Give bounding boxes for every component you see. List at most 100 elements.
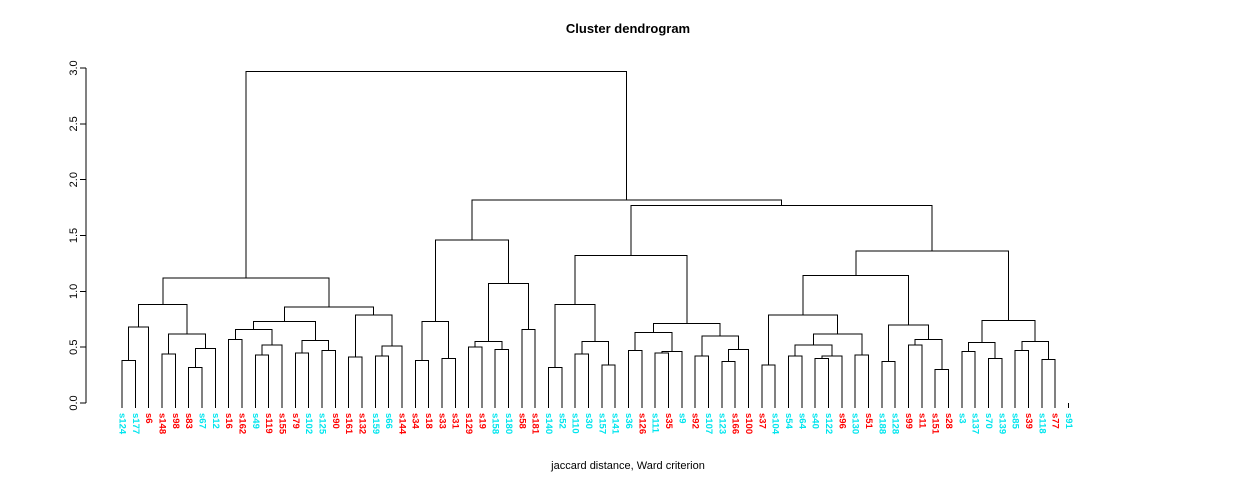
leaf-label: s66: [383, 413, 394, 429]
leaf-label: s52: [556, 413, 567, 429]
leaf-label: s12: [210, 413, 221, 429]
leaf-label: s34: [410, 413, 421, 430]
dendrogram-branch: [914, 338, 943, 370]
leaf-label: s132: [356, 413, 367, 434]
leaf-label: s77: [1050, 413, 1061, 429]
leaf-label: s37: [756, 413, 767, 429]
leaf-label: s162: [236, 413, 247, 434]
leaf-label: s83: [183, 413, 194, 429]
dendrogram-branch: [967, 342, 996, 359]
leaf-label: s90: [330, 413, 341, 429]
leaf-label: s129: [463, 413, 474, 434]
dendrogram-branch: [474, 341, 503, 350]
leaf-tick-marks: [121, 403, 1069, 408]
dendrogram-branch: [434, 239, 510, 322]
leaf-label: s51: [863, 413, 874, 430]
leaf-label: s148: [156, 413, 167, 434]
leaf-label: s91: [1063, 413, 1074, 430]
dendrogram-branch: [1014, 350, 1029, 403]
dendrogram-branch: [581, 341, 610, 366]
leaf-label: s49: [250, 413, 261, 429]
dendrogram-branch: [374, 355, 390, 403]
leaf-label: s19: [476, 413, 487, 429]
dendrogram-branch: [138, 304, 188, 334]
leaf-label: s110: [570, 413, 581, 434]
dendrogram-branch: [162, 277, 330, 307]
y-axis-tick-label: 1.5: [68, 228, 80, 243]
page-title: Cluster dendrogram: [566, 21, 690, 36]
dendrogram-branch: [701, 335, 740, 357]
leaf-label: s130: [850, 413, 861, 434]
y-axis-tick-label: 3.0: [68, 60, 80, 75]
dendrogram-branch: [794, 344, 833, 357]
leaf-label: s140: [543, 413, 554, 434]
leaf-label: s181: [530, 413, 541, 435]
dendrogram-branch: [788, 355, 803, 403]
dendrogram-branch: [574, 353, 590, 403]
leaf-label: s122: [823, 413, 834, 434]
y-axis-tick-label: 0.5: [68, 340, 80, 355]
leaf-label: s11: [916, 413, 927, 429]
leaf-label: s119: [263, 413, 274, 434]
dendrogram-branch: [961, 351, 976, 403]
leaf-label: s67: [196, 413, 207, 429]
dendrogram-branch: [821, 355, 843, 403]
leaf-label: s3: [956, 413, 967, 424]
leaf-label: s118: [1036, 413, 1047, 434]
dendrogram-branch: [802, 275, 909, 325]
leaf-label: s40: [810, 413, 821, 429]
leaf-label: s58: [516, 413, 527, 429]
leaf-label: s31: [450, 413, 461, 430]
dendrogram-branch: [721, 361, 736, 403]
leaf-label: s159: [370, 413, 381, 434]
leaf-label: s128: [890, 413, 901, 434]
dendrogram-branch: [414, 360, 430, 403]
dendrogram-branch: [548, 366, 563, 403]
leaf-label: s139: [996, 413, 1007, 434]
dendrogram-branch: [348, 356, 363, 403]
leaf-label: s111: [650, 413, 661, 434]
dendrogram-branch: [188, 366, 203, 403]
dendrogram-branch: [261, 344, 283, 403]
dendrogram-branch: [934, 369, 949, 403]
dendrogram-branch: [601, 364, 616, 403]
dendrogram-branch: [471, 199, 783, 240]
dendrogram-branch: [814, 357, 829, 403]
y-axis-tick-label: 2.0: [68, 172, 80, 187]
dendrogram-branch: [441, 357, 456, 403]
dendrogram-branch: [728, 348, 750, 403]
leaf-label: s107: [703, 413, 714, 434]
dendrogram-branch: [630, 204, 933, 256]
leaf-label: s124: [116, 413, 127, 435]
dendrogram-branch: [694, 355, 710, 403]
dendrogram-branch: [494, 348, 510, 403]
leaf-label: s180: [503, 413, 514, 434]
dendrogram-branch: [768, 314, 839, 366]
dendrogram-branch: [987, 357, 1003, 403]
leaf-label: s141: [610, 413, 621, 435]
dendrogram-branch: [521, 328, 536, 403]
leaf-label: s36: [623, 413, 634, 429]
leaf-label: s102: [303, 413, 314, 434]
leaf-label: s30: [583, 413, 594, 429]
leaf-label: s39: [1023, 413, 1034, 429]
x-axis-label: jaccard distance, Ward criterion: [550, 460, 705, 472]
dendrogram-branch: [254, 354, 270, 403]
leaf-label: s16: [223, 413, 234, 429]
dendrogram-branch: [468, 346, 483, 403]
dendrogram-branch: [121, 360, 136, 403]
leaf-label: s151: [930, 413, 941, 435]
leaf-label: s100: [743, 413, 754, 434]
leaf-label: s177: [130, 413, 141, 434]
y-axis-tick-label: 0.0: [68, 395, 80, 410]
leaf-label: s64: [796, 413, 807, 430]
dendrogram-branch: [653, 323, 721, 336]
leaf-label: s98: [170, 413, 181, 429]
y-axis-tick-label: 1.0: [68, 284, 80, 299]
leaf-label: s99: [903, 413, 914, 429]
dendrogram-branch: [1041, 358, 1056, 403]
y-axis: 0.00.51.01.52.02.53.0: [68, 60, 87, 411]
dendrogram-branch: [761, 364, 776, 403]
dendrogram-branch: [321, 350, 336, 403]
